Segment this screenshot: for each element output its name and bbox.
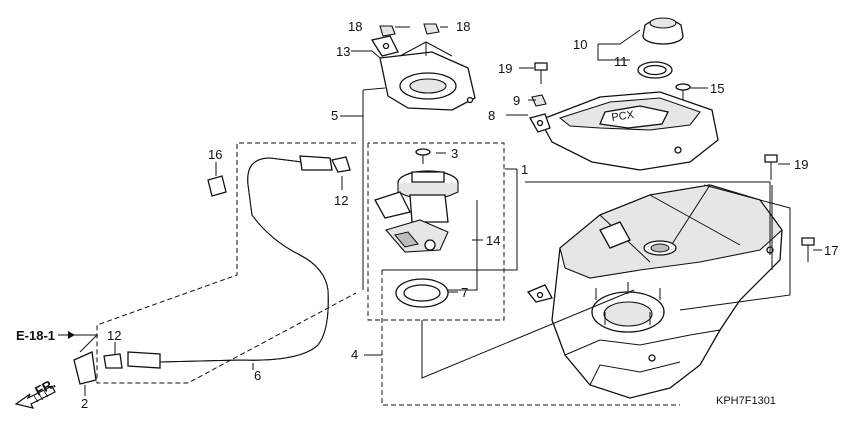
drawing-code: KPH7F1301 [716,395,776,407]
section-reference: E-18-1 [16,328,55,343]
fuel-hose [73,155,351,385]
callout-12a: 12 [334,193,348,208]
callout-11: 11 [614,54,628,69]
callout-14: 14 [486,233,500,248]
callout-6: 6 [254,368,261,383]
setting-plate [370,35,476,111]
tank-cover: PCX [529,91,719,171]
svg-text:PCX: PCX [611,109,636,124]
callout-1: 1 [521,162,528,177]
bolts [379,23,815,262]
callout-19b: 19 [794,157,808,172]
callout-16: 16 [208,147,222,162]
callout-3: 3 [451,146,458,161]
callout-5: 5 [331,108,338,123]
callout-10: 10 [573,37,587,52]
front-direction-arrow-icon [14,385,56,409]
o-ring [395,278,449,308]
callout-17: 17 [824,243,838,258]
callout-19a: 19 [498,61,512,76]
callout-8: 8 [488,108,495,123]
callout-15: 15 [710,81,724,96]
callout-18a: 18 [348,19,362,34]
fuel-pump [374,170,459,253]
group-boxes [96,90,680,406]
callout-12b: 12 [107,328,121,343]
fuel-cap [637,17,684,79]
callout-labels: 18 18 13 5 3 1 14 7 4 10 11 19 9 8 15 19… [81,19,838,411]
callout-2: 2 [81,396,88,411]
callout-7: 7 [461,285,468,300]
callout-4: 4 [351,347,358,362]
callout-18b: 18 [456,19,470,34]
leader-lines [68,26,822,396]
reference-arrow-icon [58,331,75,339]
callout-13: 13 [336,44,350,59]
fuel-tank [526,184,783,399]
callout-9: 9 [513,93,520,108]
